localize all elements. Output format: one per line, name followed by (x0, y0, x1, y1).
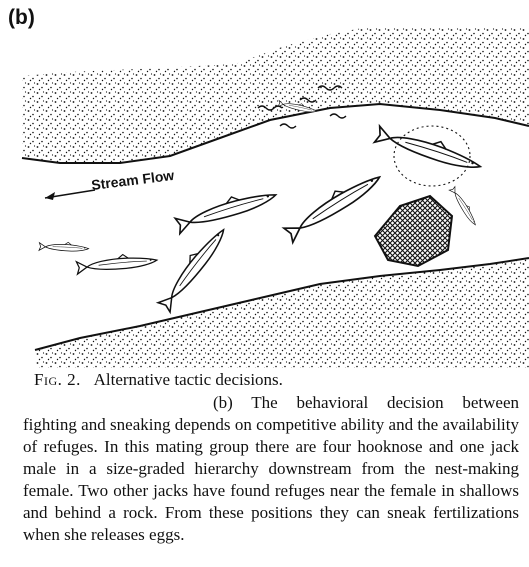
caption-paragraph-block: (b) The behavioral decision between figh… (23, 392, 519, 546)
figure-label: Fig. 2. (34, 370, 81, 389)
hooknose-fish-3 (154, 222, 232, 313)
lower-bank (35, 258, 529, 368)
ripple-marks (257, 85, 347, 129)
caption-title: Alternative tactic decisions. (93, 370, 283, 389)
upper-bank-edge (21, 102, 529, 164)
caption-head: Fig. 2. Alternative tactic decisions. (34, 370, 283, 390)
panel-label: (b) (8, 6, 35, 29)
stream-diagram: Stream Flow (21, 28, 529, 368)
hooknose-fish-1 (280, 166, 386, 244)
figure-caption: Fig. 2. Alternative tactic decisions. (b… (0, 368, 529, 567)
jack-fish-downstream (38, 240, 90, 254)
lower-bank-edge (34, 257, 529, 351)
stream-flow-label: Stream Flow (90, 167, 175, 193)
jack-fish-rock (448, 185, 480, 228)
caption-paragraph: (b) The behavioral decision between figh… (23, 393, 519, 544)
hooknose-fish-4 (75, 250, 159, 275)
stream-flow-arrow (44, 189, 96, 200)
upper-bank (22, 28, 529, 163)
hooknose-fish-2 (173, 183, 280, 235)
nest-ring (393, 125, 471, 187)
rock (373, 194, 454, 268)
